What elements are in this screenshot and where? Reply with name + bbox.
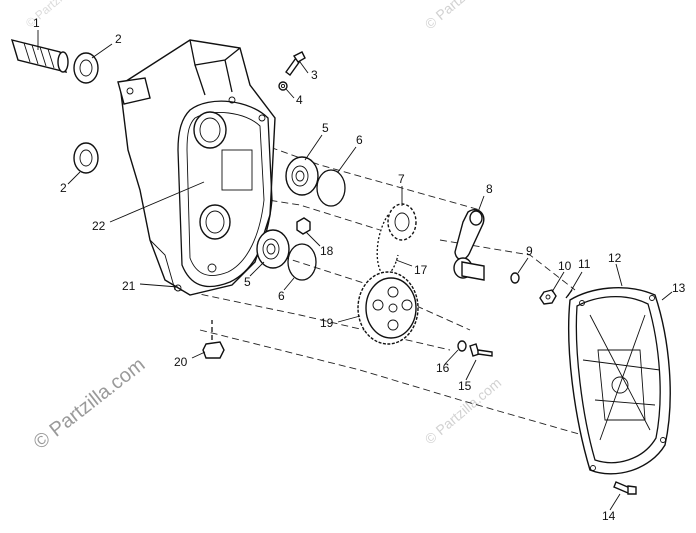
callout-labels: 1 2 3 4 5 6 7 8 2 22 9 10 11 12 13 18 17…: [33, 16, 686, 523]
callout-22: 22: [92, 219, 106, 233]
callout-18: 18: [320, 244, 334, 258]
seal-part-upper: [73, 52, 99, 84]
bearing-part-lower: [256, 229, 290, 269]
tensioner-arm-part: [453, 208, 485, 281]
callout-5-upper: 5: [322, 121, 329, 135]
chaincase-cover: [568, 286, 671, 475]
chaincase-housing: [117, 39, 276, 296]
o-ring-part-upper: [316, 169, 346, 207]
callout-21: 21: [122, 279, 136, 293]
callout-6-upper: 6: [356, 133, 363, 147]
callout-7: 7: [398, 172, 405, 186]
callout-12: 12: [608, 251, 622, 265]
drain-plug-part: [202, 320, 225, 359]
callout-2-upper: 2: [115, 32, 122, 46]
seal-part-lower: [73, 142, 99, 174]
callout-4: 4: [296, 93, 303, 107]
watermark-bottom-left: © Partzilla.com: [30, 354, 150, 454]
drive-chain-part: [376, 214, 399, 275]
callout-2-lower: 2: [60, 181, 67, 195]
upper-sprocket-part: [387, 203, 417, 241]
washer-part-16: [457, 340, 467, 352]
callout-9: 9: [526, 244, 533, 258]
callout-11: 11: [578, 257, 591, 271]
callout-16: 16: [436, 361, 450, 375]
o-ring-part-lower: [287, 243, 317, 281]
callout-5-lower: 5: [244, 275, 251, 289]
callout-3: 3: [311, 68, 318, 82]
callout-15: 15: [458, 379, 472, 393]
shaft-part: [10, 39, 69, 73]
callout-19: 19: [320, 316, 334, 330]
cover-bolt-part: [613, 481, 637, 495]
washer-part-9: [510, 272, 520, 284]
callout-14: 14: [602, 509, 616, 523]
callout-6-lower: 6: [278, 289, 285, 303]
callout-20: 20: [174, 355, 188, 369]
leader-lines: [37, 30, 673, 511]
nut-part-10: [539, 289, 557, 305]
bolt-part-15: [469, 343, 493, 357]
callout-1: 1: [33, 16, 40, 30]
nut-part-18: [296, 217, 311, 235]
bolt-part-3: [285, 51, 306, 76]
washer-part-4: [278, 81, 288, 91]
callout-17: 17: [414, 263, 428, 277]
large-sprocket-part: [357, 271, 419, 345]
watermark-top-right: © Partzilla.com: [422, 0, 505, 32]
bearing-part-upper: [285, 156, 319, 196]
callout-10: 10: [558, 259, 572, 273]
callout-8: 8: [486, 182, 493, 196]
callout-13: 13: [672, 281, 686, 295]
